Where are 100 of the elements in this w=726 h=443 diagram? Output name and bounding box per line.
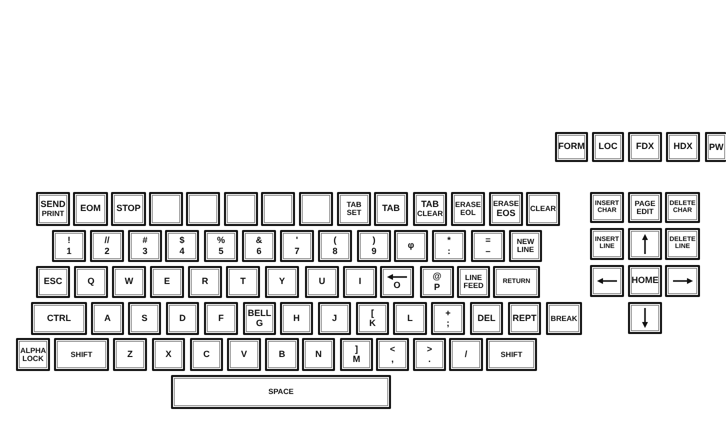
keyboard-key	[31, 302, 87, 335]
key-legend: //	[104, 236, 110, 246]
keyboard-key	[590, 228, 624, 260]
keyboard-key	[152, 338, 185, 371]
key-legend: O	[393, 281, 400, 291]
key-legend: .	[428, 355, 431, 364]
keyboard-key	[509, 230, 542, 262]
keyboard-key	[393, 302, 427, 335]
key-legend: 2	[104, 246, 110, 256]
blank-key	[224, 192, 258, 226]
keyboard-key	[188, 266, 222, 298]
key-legend: 5	[218, 246, 224, 256]
keyboard-key	[665, 192, 700, 223]
key-legend: ,	[391, 355, 394, 364]
keyboard-key	[457, 266, 490, 298]
key-legend: [	[371, 308, 374, 318]
keyboard-key	[280, 302, 313, 335]
blank-key	[665, 265, 700, 297]
key-legend: 8	[332, 246, 338, 256]
keyboard-key	[204, 230, 238, 262]
keyboard-key	[166, 302, 199, 335]
keyboard-key	[705, 132, 726, 162]
key-legend: 6	[256, 246, 262, 256]
key-legend: (	[334, 236, 336, 246]
key-legend: DEL	[478, 314, 496, 324]
key-legend: 7	[294, 246, 300, 256]
keyboard-key	[413, 338, 446, 371]
keyboard-key	[318, 230, 352, 262]
keyboard-key	[74, 266, 108, 298]
keyboard-key	[113, 338, 147, 371]
keyboard-key	[451, 192, 485, 226]
key-legend: B	[278, 350, 286, 360]
keyboard-key	[590, 192, 624, 223]
key-legend: ;	[446, 319, 450, 328]
keyboard-key	[111, 192, 146, 226]
key-legend: E	[164, 277, 170, 287]
keyboard-key	[526, 192, 560, 226]
key-legend: D	[179, 314, 186, 324]
keyboard-key	[374, 192, 408, 226]
key-legend: S	[141, 314, 148, 324]
keyboard-key	[471, 230, 505, 262]
keyboard-key	[340, 338, 373, 371]
key-legend: !	[68, 236, 70, 246]
keyboard-key	[413, 192, 447, 226]
blank-key	[628, 302, 662, 334]
keyboard-key	[54, 338, 109, 371]
keyboard-key	[36, 192, 70, 226]
key-legend: ESC	[44, 277, 62, 287]
key-legend: $	[179, 236, 184, 246]
key-legend: G	[256, 319, 263, 328]
keyboard-key	[243, 302, 276, 335]
key-legend: –	[485, 246, 490, 256]
keyboard-key	[91, 302, 124, 335]
keyboard-key	[394, 230, 428, 262]
blank-key	[590, 265, 624, 297]
key-legend: '	[296, 236, 298, 246]
key-legend: W	[124, 277, 134, 287]
key-legend: *	[447, 236, 451, 246]
key-legend: +	[445, 308, 451, 318]
keyboard-key	[305, 266, 339, 298]
keyboard-key	[449, 338, 483, 371]
key-legend: @	[432, 272, 442, 282]
key-legend: SEND	[40, 200, 66, 210]
keyboard-key	[128, 302, 161, 335]
key-legend: C	[203, 350, 210, 360]
keyboard-key	[16, 338, 50, 371]
keyboard-key	[36, 266, 70, 298]
key-legend: L	[407, 314, 413, 324]
key-legend: M	[352, 355, 360, 364]
key-legend: CTRL	[47, 314, 71, 324]
key-legend: ]	[355, 344, 358, 354]
keyboard-key	[489, 192, 523, 226]
blank-key	[261, 192, 295, 226]
key-legend: P	[434, 282, 440, 292]
keyboard-key	[318, 302, 351, 335]
keyboard-key	[628, 265, 662, 297]
keyboard-key	[665, 228, 700, 260]
key-legend: BELL	[248, 308, 272, 318]
keyboard-key	[493, 266, 540, 298]
key-legend: T	[240, 277, 246, 287]
key-legend: φ	[408, 241, 414, 251]
key-legend: Q	[87, 277, 94, 287]
blank-key	[299, 192, 333, 226]
keyboard-key	[546, 302, 582, 335]
keyboard-key	[204, 302, 238, 335]
key-legend: TAB	[382, 204, 400, 214]
keyboard-key	[357, 230, 391, 262]
keyboard-key	[226, 266, 260, 298]
keyboard-key	[376, 338, 409, 371]
key-legend: HOME	[632, 276, 658, 286]
keyboard-key	[380, 266, 414, 298]
key-legend: Z	[127, 350, 133, 360]
key-legend: >	[426, 344, 432, 354]
key-legend: J	[332, 314, 337, 324]
key-legend: TAB	[421, 200, 439, 210]
keyboard-key	[628, 132, 662, 162]
keyboard-key	[280, 230, 314, 262]
key-legend: <	[390, 344, 396, 354]
key-legend: #	[142, 236, 148, 246]
key-legend: A	[104, 314, 111, 324]
